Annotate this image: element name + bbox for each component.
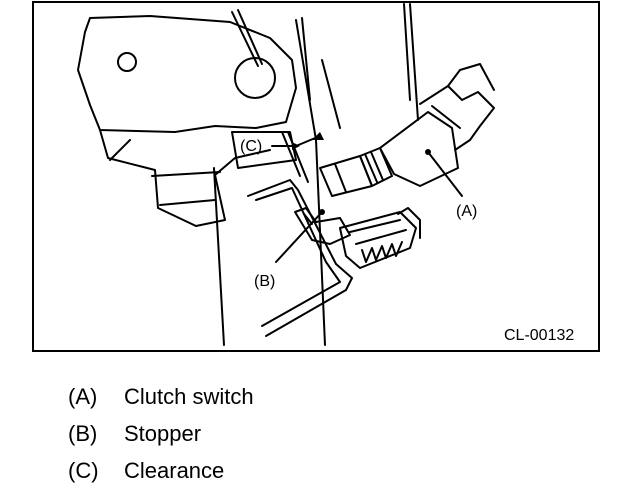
figure-code: CL-00132 <box>504 327 574 344</box>
figure-frame <box>32 1 600 352</box>
pedal-arm <box>99 129 271 227</box>
bracket-hole-small <box>117 52 137 72</box>
callout-a: (A) <box>456 203 477 220</box>
callout-c: (C) <box>240 138 262 155</box>
legend-label: Clearance <box>124 457 225 483</box>
clutch-switch-diagram: (A) (B) (C) CL-00132 <box>32 1 600 352</box>
panel-edge-left <box>213 167 225 346</box>
legend-label: Clutch switch <box>124 383 254 409</box>
legend-item: (A) Clutch switch <box>68 378 254 415</box>
legend-item: (B) Stopper <box>68 415 254 452</box>
legend-label: Stopper <box>124 420 202 446</box>
legend-item: (C) Clearance <box>68 452 254 489</box>
clutch-switch-body <box>379 111 459 187</box>
legend: (A) Clutch switch (B) Stopper (C) Cleara… <box>68 378 254 489</box>
panel-edge-right <box>321 59 341 129</box>
leader-b <box>275 211 323 263</box>
switch-plunger <box>319 155 373 197</box>
legend-key: (C) <box>68 457 99 483</box>
legend-key: (A) <box>68 383 98 409</box>
callout-b: (B) <box>254 273 275 290</box>
return-spring-coil <box>361 241 403 263</box>
pivot-rod <box>231 11 259 67</box>
pedal-bracket <box>77 15 297 133</box>
gauge-rod <box>247 179 353 337</box>
clearance-block <box>231 131 297 169</box>
leader-a <box>427 151 463 197</box>
legend-key: (B) <box>68 420 98 446</box>
